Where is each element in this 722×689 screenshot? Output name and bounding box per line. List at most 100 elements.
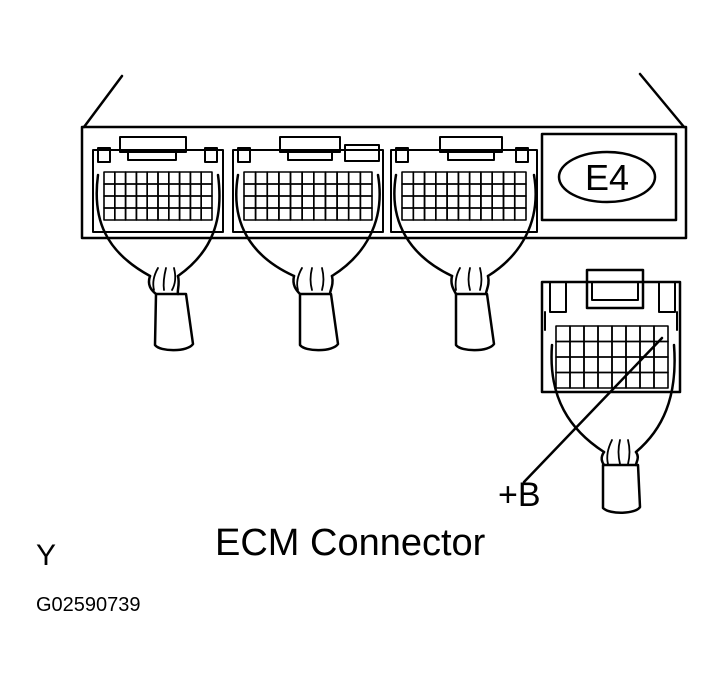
- pin-cavity: [555, 340, 571, 358]
- pin-cavity: [266, 183, 280, 197]
- pin-cavity: [189, 195, 202, 209]
- pin-cavity: [336, 183, 350, 197]
- pin-cavity: [135, 183, 148, 197]
- enlarged-connector: [540, 268, 682, 394]
- pin-cavity: [200, 207, 213, 221]
- pin-cavity: [347, 195, 362, 209]
- pin-cavity: [312, 171, 327, 185]
- pin-cavity: [243, 183, 257, 197]
- pin-cavity: [434, 183, 448, 197]
- pin-cavity: [178, 171, 192, 185]
- pin-cavity: [254, 171, 269, 185]
- connector-hood-2: [235, 173, 381, 278]
- pin-cavity: [457, 207, 471, 221]
- pin-grid-enlarged: [555, 325, 669, 389]
- pin-cavity: [178, 195, 192, 209]
- wire-harness-3: [450, 267, 496, 352]
- wire-harness-enlarged: [600, 439, 642, 514]
- pin-cavity: [146, 171, 159, 185]
- pin-cavity: [135, 207, 148, 221]
- pin-grid-3: [401, 171, 527, 221]
- pin-cavity: [278, 183, 292, 197]
- pin-cavity: [114, 207, 127, 221]
- pin-cavity: [157, 171, 170, 185]
- pin-cavity: [446, 195, 460, 209]
- pin-cavity: [502, 171, 516, 185]
- pin-cavity: [266, 171, 280, 185]
- pin-cavity: [336, 195, 350, 209]
- pin-cavity: [157, 183, 170, 197]
- pin-cavity: [583, 325, 599, 343]
- pin-cavity: [103, 183, 116, 197]
- pin-cavity: [254, 183, 269, 197]
- pin-cavity: [597, 325, 613, 343]
- pin-cavity: [625, 340, 641, 358]
- pin-cavity: [434, 207, 448, 221]
- pin-cavity: [289, 183, 303, 197]
- pin-cavity: [423, 183, 437, 197]
- ecm-connector-body-3: [390, 136, 538, 233]
- pin-cavity: [324, 183, 338, 197]
- pin-cavity: [114, 195, 127, 209]
- pin-cavity: [289, 195, 303, 209]
- pin-cavity: [200, 171, 213, 185]
- pin-cavity: [324, 207, 338, 221]
- pin-cavity: [502, 207, 516, 221]
- pin-cavity: [611, 340, 627, 358]
- pin-cavity: [569, 325, 585, 343]
- pin-cavity: [114, 183, 127, 197]
- pin-cavity: [157, 207, 170, 221]
- pin-cavity: [491, 171, 505, 185]
- pin-cavity: [555, 356, 571, 374]
- pin-cavity: [491, 183, 505, 197]
- pin-cavity: [583, 340, 599, 358]
- pin-cavity: [412, 171, 426, 185]
- pin-cavity: [301, 171, 315, 185]
- figure-code: G02590739: [36, 594, 141, 616]
- wire-harness-2: [292, 267, 340, 352]
- pin-cavity: [457, 195, 471, 209]
- pin-cavity: [146, 195, 159, 209]
- pin-cavity: [359, 171, 373, 185]
- pin-cavity: [468, 207, 482, 221]
- pin-cavity: [480, 195, 493, 209]
- pin-cavity: [412, 207, 426, 221]
- pin-cavity: [480, 183, 493, 197]
- pin-cavity: [625, 325, 641, 343]
- pin-cavity: [569, 356, 585, 374]
- pin-cavity: [336, 207, 350, 221]
- pin-cavity: [124, 183, 138, 197]
- pin-cavity: [289, 207, 303, 221]
- pin-cavity: [157, 195, 170, 209]
- pin-cavity: [146, 207, 159, 221]
- pin-cavity: [423, 195, 437, 209]
- pin-cavity: [446, 183, 460, 197]
- pin-cavity: [412, 195, 426, 209]
- pin-cavity: [124, 207, 138, 221]
- pin-cavity: [359, 195, 373, 209]
- pin-label-plus-b: +B: [498, 476, 541, 514]
- connector-hood-enlarged: [550, 343, 676, 454]
- pin-cavity: [347, 171, 362, 185]
- pin-cavity: [278, 207, 292, 221]
- pin-cavity: [597, 356, 613, 374]
- pin-cavity: [347, 207, 362, 221]
- pin-cavity: [278, 195, 292, 209]
- pin-cavity: [347, 183, 362, 197]
- pin-cavity: [254, 207, 269, 221]
- diagram-title: ECM Connector: [215, 522, 486, 564]
- pin-cavity: [639, 325, 655, 343]
- pin-cavity: [103, 171, 116, 185]
- pin-cavity: [401, 195, 415, 209]
- pin-cavity: [457, 171, 471, 185]
- pin-cavity: [324, 195, 338, 209]
- pin-grid-1: [103, 171, 213, 221]
- pin-cavity: [243, 171, 257, 185]
- pin-cavity: [611, 325, 627, 343]
- pin-cavity: [124, 195, 138, 209]
- pin-cavity: [401, 171, 415, 185]
- pin-cavity: [301, 207, 315, 221]
- pin-cavity: [301, 183, 315, 197]
- pin-cavity: [336, 171, 350, 185]
